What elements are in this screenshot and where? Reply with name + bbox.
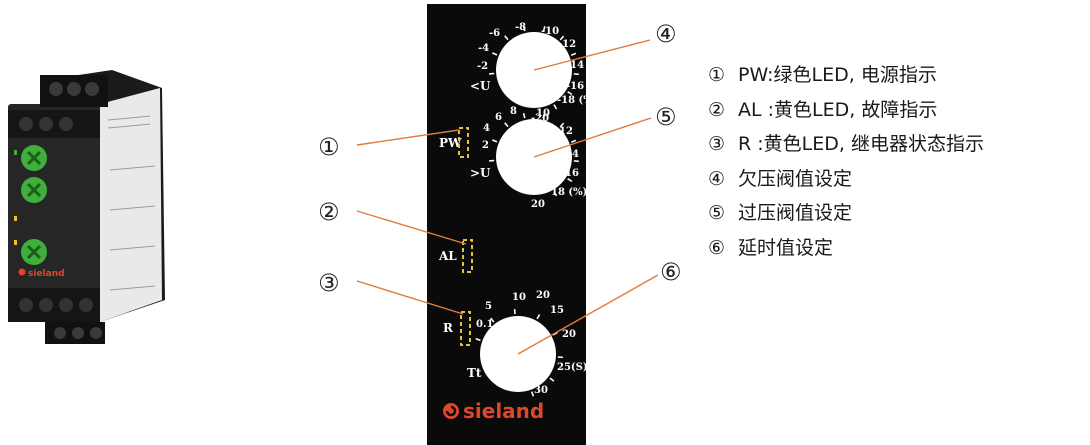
callout-number-6: ⑥ [660, 258, 682, 286]
overvoltage-dial-name: >U [470, 166, 491, 180]
overvoltage-tick-label: 16 [565, 168, 579, 179]
delay-tick-label: 0.1 [476, 319, 493, 330]
delay-dial-name: Tt [467, 366, 482, 380]
panel-brand: sieland [443, 399, 544, 423]
legend-text: 欠压阀值设定 [738, 167, 853, 190]
legend-text: R :黄色LED, 继电器状态指示 [738, 133, 984, 155]
callout-number-3: ③ [318, 269, 340, 297]
al-indicator-label: AL [438, 249, 457, 263]
callout-leader-lines [356, 39, 659, 355]
delay-tick-label: 20 [536, 290, 550, 301]
delay-tick-label: 10 [512, 292, 526, 303]
delay-tick-mark [530, 391, 535, 397]
overvoltage-tick-mark [559, 122, 565, 128]
pw-led-indicator [458, 127, 469, 158]
delay-tick-mark [549, 377, 555, 382]
legend-item: ⑤ 过压阀值设定 [708, 196, 984, 231]
delay-tick-label: 20 [562, 329, 576, 340]
undervoltage-tick-label: -10 [541, 26, 559, 37]
delay-tick-mark [490, 317, 495, 323]
al-led-indicator [462, 239, 473, 273]
callout-number-4: ④ [655, 20, 677, 48]
legend-number: ⑤ [708, 202, 726, 224]
undervoltage-dial-name: <U [470, 79, 491, 93]
undervoltage-tick-mark [492, 52, 498, 56]
overvoltage-tick-mark [567, 177, 573, 183]
overvoltage-tick-label: 18 (%) [551, 187, 587, 198]
callout-number-1: ① [318, 133, 340, 161]
brand-logo-icon [443, 403, 459, 419]
pw-indicator-label: PW [439, 136, 462, 150]
device-brand-label: sieland [28, 269, 65, 279]
overvoltage-tick-label: 14 [565, 149, 579, 160]
legend-text: 过压阀值设定 [738, 202, 853, 224]
undervoltage-tick-mark [553, 104, 558, 110]
delay-tick-mark [536, 314, 541, 320]
legend-list: ① PW:绿色LED, 电源指示 ② AL :黄色LED, 故障指示 ③ R :黄色L… [708, 58, 984, 265]
undervoltage-tick-label: -2 [477, 61, 488, 72]
legend-item: ② AL :黄色LED, 故障指示 [708, 93, 984, 128]
undervoltage-tick-mark [567, 90, 573, 96]
callout-number-5: ⑤ [655, 103, 677, 131]
legend-number: ③ [708, 133, 726, 155]
overvoltage-tick-label: 12 [559, 126, 573, 137]
overvoltage-tick-mark [522, 113, 526, 119]
undervoltage-tick-label: -8 [515, 22, 526, 33]
undervoltage-tick-mark [570, 52, 577, 56]
undervoltage-tick-label: -14 [566, 60, 584, 71]
undervoltage-tick-label: -18 (%) [557, 95, 598, 106]
legend-text: PW:绿色LED, 电源指示 [738, 64, 937, 86]
legend-number: ② [708, 98, 726, 121]
overvoltage-tick-label: 10 [536, 108, 550, 119]
relay-device-illustration: sieland [8, 70, 165, 344]
undervoltage-tick-mark [522, 26, 526, 32]
legend-number: ④ [708, 167, 726, 190]
undervoltage-tick-label: -4 [478, 43, 489, 54]
legend-item: ③ R :黄色LED, 继电器状态指示 [708, 127, 984, 162]
r-indicator-label: R [443, 321, 454, 335]
overvoltage-tick-mark [492, 139, 498, 143]
overvoltage-tick-mark [542, 113, 546, 119]
delay-tick-label: 25(S) [557, 362, 588, 373]
device-side-label [100, 88, 162, 322]
delay-tick-mark [475, 337, 481, 342]
overvoltage-tick-mark [553, 191, 558, 197]
legend-item: ④ 欠压阀值设定 [708, 162, 984, 197]
legend-item: ⑥ 延时值设定 [708, 231, 984, 266]
delay-tick-label: 15 [550, 305, 564, 316]
undervoltage-tick-label: -16 [566, 81, 584, 92]
legend-item: ① PW:绿色LED, 电源指示 [708, 58, 984, 93]
undervoltage-tick-label: -6 [489, 28, 500, 39]
undervoltage-tick-mark [504, 35, 509, 41]
legend-number: ⑥ [708, 236, 726, 259]
delay-tick-label: 30 [534, 385, 548, 396]
overvoltage-tick-mark [570, 139, 577, 143]
panel-brand-label: sieland [463, 399, 544, 423]
overvoltage-tick-label: 6 [495, 112, 502, 123]
callout-number-2: ② [318, 198, 340, 226]
undervoltage-tick-label: -20 [531, 113, 549, 124]
overvoltage-tick-label: 4 [483, 123, 490, 134]
overvoltage-tick-label: 8 [510, 106, 517, 117]
legend-number: ① [708, 64, 726, 86]
dial-tick-marks [475, 26, 579, 397]
overvoltage-tick-label: 2 [482, 140, 489, 151]
undervoltage-tick-label: -12 [558, 39, 576, 50]
undervoltage-tick-mark [542, 26, 546, 32]
delay-tick-label: 5 [485, 301, 492, 312]
legend-text: 延时值设定 [738, 236, 834, 259]
overvoltage-tick-mark [504, 122, 509, 128]
overvoltage-tick-label: 20 [531, 199, 545, 210]
undervoltage-tick-mark [559, 35, 565, 41]
legend-text: AL :黄色LED, 故障指示 [738, 98, 938, 121]
